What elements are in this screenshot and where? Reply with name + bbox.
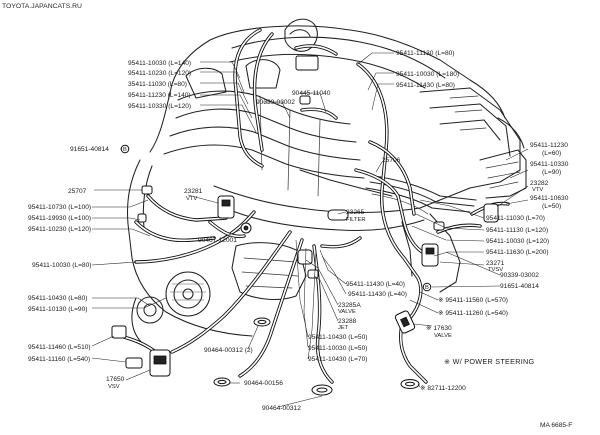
vsv-17650: [111, 325, 171, 377]
label-95411-10430-l50: 95411-10430 (L=50): [308, 334, 367, 341]
label-95411-11460-l510: 95411-11460 (L=510): [28, 344, 91, 351]
label-95411-10030-l180: 95411-10030 (L=180): [396, 71, 459, 78]
valve-23285a: [297, 249, 313, 265]
label-90464-00312: 90464-00312: [262, 405, 301, 412]
label-95411-10230-l120-left: 95411-10230 (L=120): [28, 226, 91, 233]
tvsv-23271: [421, 243, 439, 267]
label-95411-19930-l100: 95411-19930 (L=100): [28, 215, 91, 222]
label-95411-10430-l80: 95411-10430 (L=80): [28, 295, 87, 302]
label-95411-11630-l200: 95411-11630 (L=200): [486, 249, 549, 256]
label-23285a: 23285A: [338, 302, 361, 309]
label-95411-11230-right: 95411-11230: [530, 142, 568, 149]
label-17630: ※ 17630: [426, 325, 452, 332]
label-95411-10030-l50: 95411-10030 (L=50): [308, 345, 367, 352]
label-95411-10030-l80-left: 95411-10030 (L=80): [32, 262, 91, 269]
label-90339-03002-top: 90339-03002: [256, 99, 295, 106]
label-17630-valve: VALVE: [434, 333, 452, 339]
label-90464-00156: 90464-00156: [244, 380, 283, 387]
label-35411-11030-l80: 35411-11030 (L=80): [128, 81, 187, 88]
filter-23265: [327, 209, 349, 221]
label-95411-11430-l80: 95411-11430 (L=80): [396, 82, 455, 89]
label-95411-11130-l120: 95411-11130 (L=120): [486, 227, 548, 234]
label-90467-12001: 90467-12001: [198, 237, 237, 244]
label-23282: 23282: [530, 180, 549, 187]
label-90445-11040: 90445-11040: [292, 90, 331, 97]
label-23281-vtv: VTV: [186, 196, 197, 202]
vtv-23281: [217, 195, 235, 219]
label-25706: 25706: [382, 157, 401, 164]
label-23288: 23288: [338, 318, 357, 325]
label-95411-11430-l40-b: 95411-11430 (L=40): [348, 291, 407, 298]
label-23281: 23281: [184, 188, 203, 195]
label-17650-vsv: VSV: [108, 384, 120, 390]
label-23265: 23265: [346, 209, 365, 216]
label-90464-00312-2: 90464-00312 (2): [204, 347, 253, 354]
label-95411-10230-l120: 95411-10230 (L=120): [128, 70, 191, 77]
label-23288-jet: JET: [338, 325, 349, 331]
label-95411-10330-l120: 95411-10330 (L=120): [128, 103, 191, 110]
label-95411-11560-l570: ※ 95411-11560 (L=570): [438, 297, 508, 304]
label-95411-11160-l540: 95411-11160 (L=540): [28, 356, 90, 363]
label-95411-10630-len: (L=50): [542, 203, 561, 210]
svg-text:B: B: [123, 147, 127, 153]
leader-lines: [91, 52, 529, 408]
label-23285a-valve: VALVE: [338, 309, 356, 315]
label-82711-12200: ※ 82711-12200: [420, 385, 466, 392]
label-95411-10430-l70: 95411-10430 (L=70): [308, 356, 367, 363]
label-91651-40814-left: 91651-40814: [70, 146, 109, 153]
jet-23288: [307, 269, 319, 279]
label-95411-11230-l140: 95411-11230 (L=140): [128, 92, 191, 99]
label-23271: 23271: [486, 260, 505, 267]
label-90339-03002-right: 90339-03002: [500, 272, 539, 279]
label-95411-11230-right-len: (L=60): [542, 150, 561, 157]
hose-clamps: [213, 317, 420, 396]
vtv-23282: [483, 203, 499, 223]
svg-text:B: B: [425, 285, 429, 291]
label-95411-10630: 95411-10630: [530, 195, 569, 202]
label-23271-tvsv: TVSV: [488, 267, 503, 273]
part-labels: TOYOTA.JAPANCATS.RU 95411-10030 (L=140) …: [2, 3, 572, 429]
label-95411-11430-l40-a: 95411-11430 (L=40): [346, 281, 405, 288]
label-95411-11130-l80: 95411-11130 (L=80): [396, 50, 454, 57]
label-25707: 25707: [68, 188, 87, 195]
label-17650: 17650: [106, 376, 125, 383]
label-23265-filter: FILTER: [346, 217, 366, 223]
label-95411-10330-right: 95411-10330: [530, 161, 569, 168]
label-95411-10730-l100: 95411-10730 (L=100): [28, 204, 91, 211]
label-95411-11260-l540: ※ 95411-11260 (L=540): [438, 310, 508, 317]
label-95411-10030-l140: 95411-10030 (L=140): [128, 60, 191, 67]
figure-code: MA 6685-F: [540, 422, 572, 429]
label-95411-10130-l90: 95411-10130 (L=90): [28, 306, 87, 313]
component-parts: [111, 95, 499, 396]
label-95411-10030-l120: 95411-10030 (L=120): [486, 238, 549, 245]
label-95411-11030-l70: 95411-11030 (L=70): [486, 215, 545, 222]
watermark-text: TOYOTA.JAPANCATS.RU: [2, 3, 82, 10]
label-91651-40814-right: 91651-40814: [500, 283, 539, 290]
valve-17630: [394, 310, 416, 334]
label-95411-10330-right-len: (L=90): [542, 169, 561, 176]
power-steering-note: ※ W/ POWER STEERING: [444, 357, 534, 366]
label-23282-vtv: VTV: [532, 187, 543, 193]
